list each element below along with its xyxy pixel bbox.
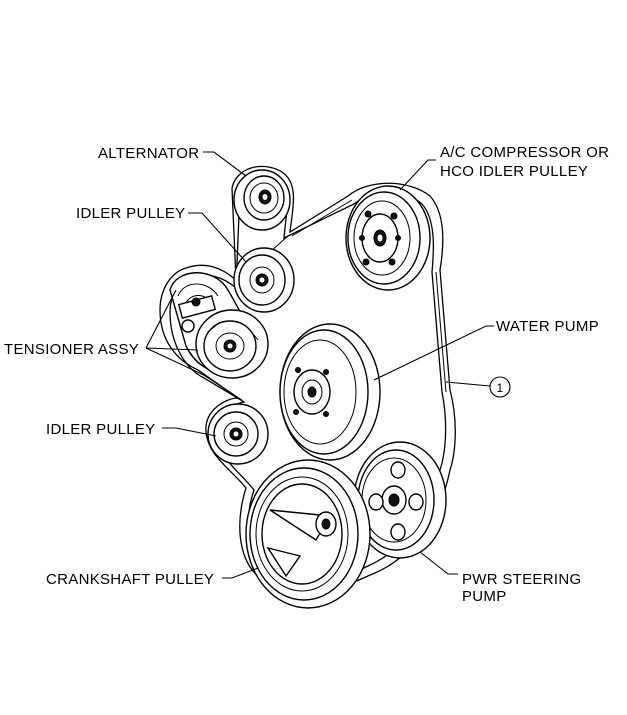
- leader-tensioner-a: [145, 289, 177, 349]
- leader-alternator: [203, 151, 247, 177]
- label-idler-pulley-lower: IDLER PULLEY: [46, 421, 155, 438]
- leader-lines: [145, 151, 494, 579]
- leader-idler-lower: [162, 427, 217, 437]
- leader-tensioner-b: [145, 347, 199, 351]
- callout-circle: [489, 376, 511, 398]
- ac-compressor-pulley: [345, 185, 431, 291]
- belt-rib: [291, 199, 353, 237]
- leader-crankshaft: [222, 567, 259, 579]
- label-ac-compressor-line2: HCO IDLER PULLEY: [440, 163, 588, 180]
- leader-ac-compressor: [399, 159, 436, 191]
- lower-idler-pulley: [207, 403, 269, 465]
- label-tensioner: TENSIONER ASSY: [4, 341, 139, 358]
- crankshaft-pulley: [245, 459, 371, 609]
- alternator-pulley: [233, 169, 291, 231]
- leader-tensioner-c: [145, 347, 207, 377]
- tensioner-assembly: [169, 272, 269, 379]
- label-ac-compressor-line1: A/C COMPRESSOR OR: [440, 144, 609, 161]
- label-crankshaft: CRANKSHAFT PULLEY: [46, 571, 214, 588]
- label-alternator: ALTERNATOR: [98, 145, 199, 162]
- label-idler-pulley-upper: IDLER PULLEY: [76, 205, 185, 222]
- belt-rib: [201, 373, 243, 401]
- leader-idler-upper: [188, 212, 247, 263]
- label-power-steering-line1: PWR STEERING: [462, 571, 581, 588]
- leader-belt-callout: [445, 381, 491, 387]
- leader-water-pump: [373, 325, 494, 381]
- label-water-pump: WATER PUMP: [496, 318, 599, 335]
- upper-idler-pulley: [233, 247, 295, 313]
- leader-power-steering: [419, 551, 458, 575]
- water-pump-pulley: [279, 323, 381, 461]
- label-power-steering-line2: PUMP: [462, 588, 507, 605]
- belt-rib: [435, 271, 447, 393]
- callout-number: 1: [497, 381, 504, 395]
- belt-callout: 1: [489, 376, 511, 398]
- power-steering-pulley: [353, 441, 447, 559]
